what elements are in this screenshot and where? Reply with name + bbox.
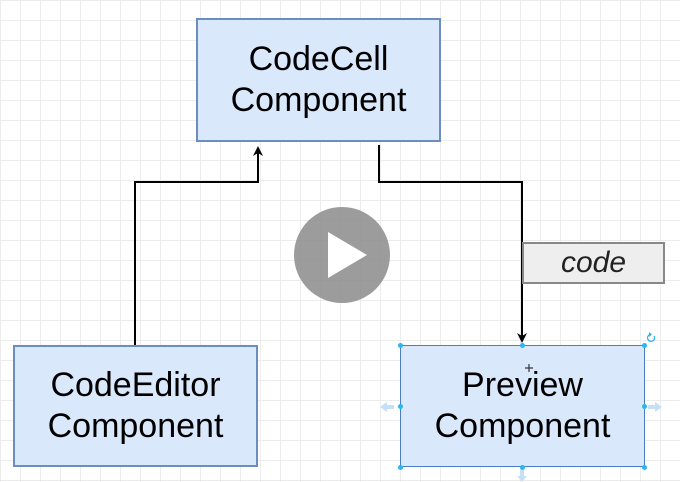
- preview-component-node[interactable]: Preview Component: [400, 345, 645, 467]
- connect-arrow-down-icon[interactable]: [517, 470, 527, 482]
- selection-handle[interactable]: [398, 404, 403, 409]
- selection-handle[interactable]: [520, 343, 525, 348]
- codeeditor-component-node[interactable]: CodeEditor Component: [13, 345, 258, 467]
- selection-handle[interactable]: [642, 343, 647, 348]
- connect-arrow-left-icon[interactable]: [380, 402, 394, 412]
- selection-handle[interactable]: [520, 465, 525, 470]
- selection-handle[interactable]: [398, 465, 403, 470]
- edge-label-code[interactable]: code: [522, 242, 665, 284]
- play-icon: [328, 232, 367, 278]
- codecell-component-node[interactable]: CodeCell Component: [196, 18, 441, 142]
- codeeditor-node-line2: Component: [47, 407, 224, 445]
- codecell-node-line2: Component: [230, 81, 407, 119]
- edge-codeeditor-to-codecell[interactable]: [134, 146, 263, 345]
- preview-node-line2: Component: [434, 407, 611, 445]
- selection-handle[interactable]: [642, 465, 647, 470]
- codecell-node-line1: CodeCell: [248, 40, 389, 78]
- rotate-handle-icon[interactable]: [646, 332, 656, 342]
- preview-node-line1: Preview: [462, 366, 583, 404]
- selection-handle[interactable]: [642, 404, 647, 409]
- connect-arrow-right-icon[interactable]: [648, 402, 662, 412]
- selection-handle[interactable]: [398, 343, 403, 348]
- codeeditor-node-line1: CodeEditor: [50, 366, 221, 404]
- move-cursor-icon: [525, 364, 533, 372]
- edge-label-text: code: [560, 246, 627, 279]
